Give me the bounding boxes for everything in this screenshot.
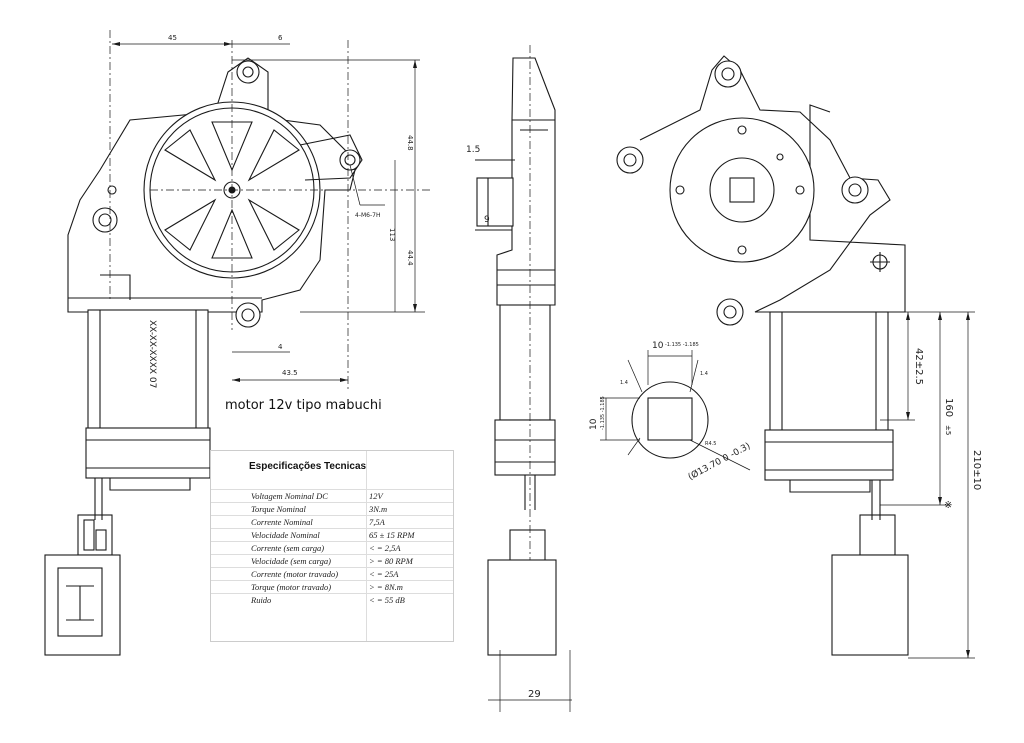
dim-42: 42±2.5 bbox=[913, 348, 924, 385]
spec-value: < = 2,5A bbox=[369, 543, 401, 553]
side-view bbox=[475, 45, 572, 712]
caption: motor 12v tipo mabuchi bbox=[225, 398, 382, 413]
dim-4: 4 bbox=[278, 343, 283, 351]
mark-note: ※ bbox=[944, 500, 952, 511]
spec-key: Voltagem Nominal DC bbox=[251, 491, 328, 501]
spec-value: > = 80 RPM bbox=[369, 556, 413, 566]
spec-divider bbox=[366, 451, 367, 641]
spec-row: Ruido < = 55 dB bbox=[211, 593, 453, 606]
dim-160: 160 bbox=[943, 398, 954, 417]
spec-value: 12V bbox=[369, 491, 383, 501]
spec-key: Ruido bbox=[251, 595, 272, 605]
spec-key: Torque Nominal bbox=[251, 504, 306, 514]
shaft-dim-left: 10 bbox=[589, 418, 599, 430]
spec-value: 7,5A bbox=[369, 517, 385, 527]
shaft-dim-top: 10 bbox=[652, 341, 664, 351]
dim-44-4: 44.4 bbox=[406, 250, 414, 266]
dim-43-5: 43.5 bbox=[282, 369, 298, 377]
shaft-detail bbox=[600, 350, 751, 471]
dim-160-tol: ±5 bbox=[944, 425, 952, 435]
spec-row: Torque (motor travado) > = 8N.m bbox=[211, 580, 453, 593]
spec-value: 65 ± 15 RPM bbox=[369, 530, 415, 540]
spec-value: < = 55 dB bbox=[369, 595, 405, 605]
shaft-radius: R4.5 bbox=[705, 441, 716, 447]
spec-row: Corrente Nominal 7,5A bbox=[211, 515, 453, 528]
spec-key: Velocidade Nominal bbox=[251, 530, 320, 540]
dim-6: 6 bbox=[278, 34, 283, 42]
spec-row: Corrente (sem carga) < = 2,5A bbox=[211, 541, 453, 554]
hole-spec: 4-M6-7H bbox=[355, 212, 380, 219]
front-view bbox=[44, 30, 430, 656]
spec-row: Torque Nominal 3N.m bbox=[211, 502, 453, 515]
shaft-corner-2: 1.4 bbox=[700, 371, 708, 377]
shaft-dim-left-tol: -1.135 -1.185 bbox=[600, 396, 606, 430]
dim-45: 45 bbox=[168, 34, 177, 42]
spec-table-title: Especificações Tecnicas bbox=[249, 461, 367, 472]
spec-row: Velocidade Nominal 65 ± 15 RPM bbox=[211, 528, 453, 541]
rear-view bbox=[616, 55, 975, 659]
spec-key: Corrente (motor travado) bbox=[251, 569, 339, 579]
spec-value: 3N.m bbox=[369, 504, 388, 514]
dim-9: 9 bbox=[484, 215, 490, 225]
spec-key: Corrente (sem carga) bbox=[251, 543, 325, 553]
motor-label: XX-XX-XXXX 07 bbox=[147, 320, 157, 388]
shaft-dim-top-tol: -1.135 -1.185 bbox=[665, 342, 699, 348]
dim-29: 29 bbox=[528, 689, 541, 700]
dim-210: 210±10 bbox=[971, 450, 982, 490]
shaft-corner-1: 1.4 bbox=[620, 380, 628, 386]
spec-key: Corrente Nominal bbox=[251, 517, 313, 527]
spec-row: Velocidade (sem carga) > = 80 RPM bbox=[211, 554, 453, 567]
dim-44-8: 44.8 bbox=[406, 135, 414, 151]
spec-key: Torque (motor travado) bbox=[251, 582, 332, 592]
dim-113: 113 bbox=[388, 228, 396, 241]
spec-row: Corrente (motor travado) < = 25A bbox=[211, 567, 453, 580]
dim-1-5: 1.5 bbox=[466, 145, 480, 155]
spec-key: Velocidade (sem carga) bbox=[251, 556, 331, 566]
spec-table: Especificações Tecnicas Voltagem Nominal… bbox=[210, 450, 454, 642]
spec-value: > = 8N.m bbox=[369, 582, 403, 592]
spec-value: < = 25A bbox=[369, 569, 399, 579]
spec-row: Voltagem Nominal DC 12V bbox=[211, 489, 453, 502]
